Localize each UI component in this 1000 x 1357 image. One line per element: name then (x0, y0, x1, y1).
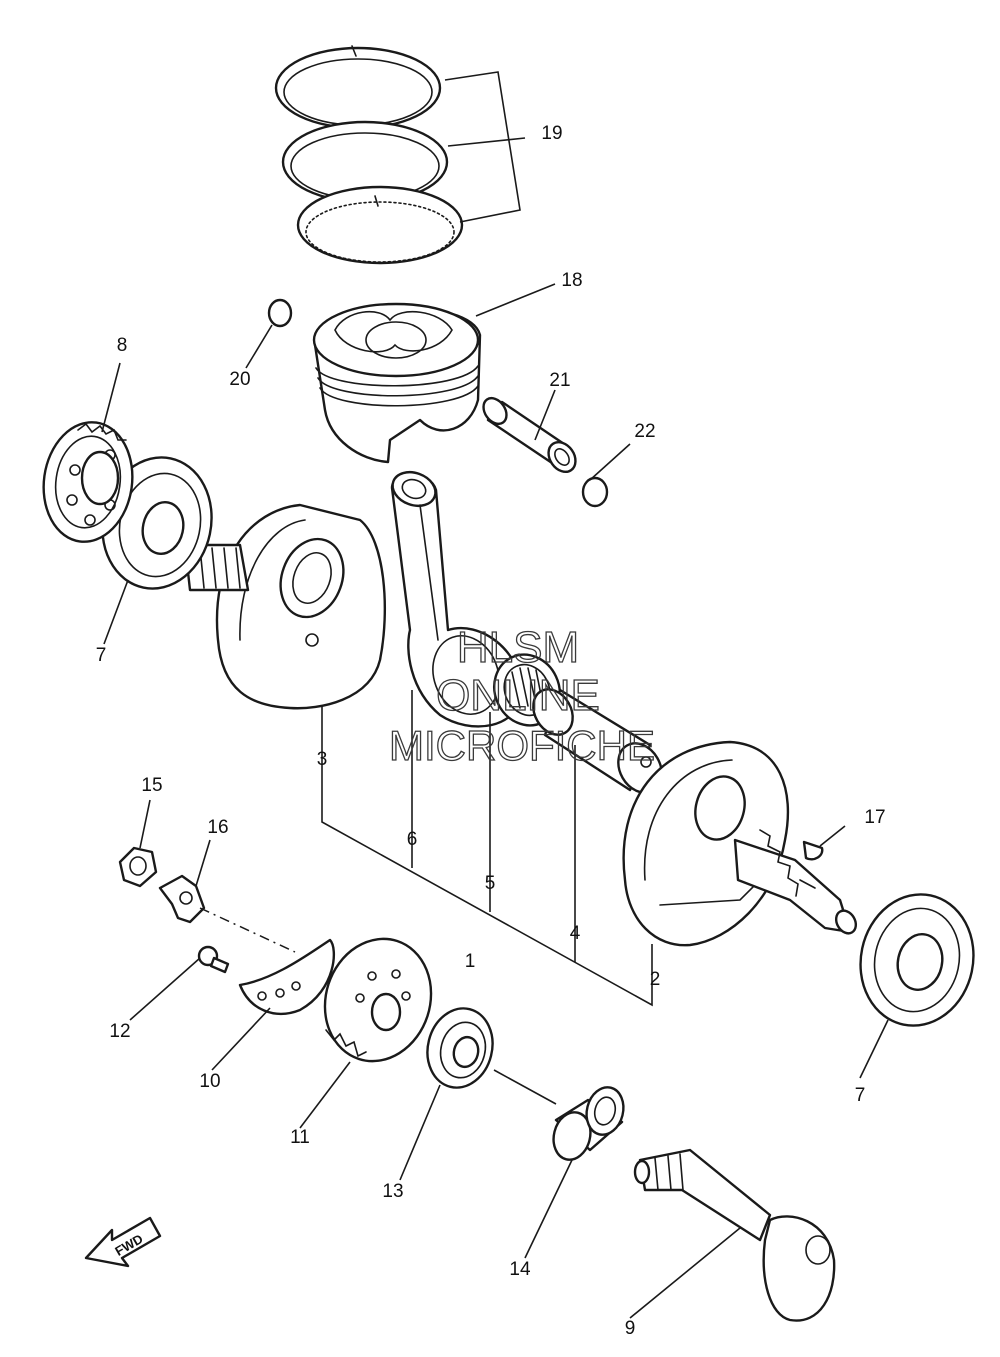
nut (118, 846, 158, 888)
callout-7-right: 7 (855, 1085, 866, 1106)
balancer-shaft-bearing (426, 1007, 494, 1089)
balancer-weight (238, 938, 336, 1015)
callout-19: 19 (541, 123, 562, 144)
callout-14: 14 (509, 1259, 531, 1280)
callout-5: 5 (485, 873, 496, 894)
forward-direction-arrow: FWD (84, 1216, 162, 1268)
left-crank-web (215, 503, 387, 710)
callout-7-left: 7 (96, 645, 107, 666)
callout-labels: 1 2 3 4 5 6 7 7 8 9 10 11 12 13 14 15 16… (96, 123, 886, 1339)
leader-lines (101, 71, 889, 1319)
balancer-shaft (633, 1148, 836, 1322)
callout-2: 2 (650, 969, 661, 990)
piston-rings (274, 45, 464, 265)
primary-drive-gear (42, 421, 134, 543)
right-shaft (733, 829, 858, 935)
callout-8: 8 (117, 335, 128, 356)
watermark-line-3: MICROFICHE (389, 722, 655, 769)
balancer-needle-bearing (552, 1086, 625, 1161)
callout-20: 20 (229, 369, 250, 390)
lock-washer (158, 874, 206, 924)
callout-10: 10 (199, 1071, 220, 1092)
piston-pin (482, 396, 577, 474)
right-crank-web (622, 740, 790, 947)
callout-22: 22 (634, 421, 655, 442)
callout-3: 3 (317, 749, 328, 770)
balancer-drive-gear (323, 937, 433, 1063)
callout-18: 18 (561, 270, 582, 291)
bolt (197, 945, 230, 974)
callout-11: 11 (290, 1127, 310, 1148)
callout-12: 12 (109, 1021, 130, 1042)
callout-6: 6 (407, 829, 418, 850)
piston (312, 302, 482, 464)
callout-1: 1 (465, 951, 476, 972)
callout-9: 9 (625, 1318, 636, 1339)
callout-4: 4 (570, 923, 581, 944)
watermark-line-2: ONLINE (436, 671, 600, 720)
piston-pin-clips (267, 298, 609, 508)
callout-15: 15 (141, 775, 162, 796)
callout-16: 16 (207, 817, 228, 838)
watermark: HLSM ONLINE MICROFICHE (388, 622, 655, 769)
callout-21: 21 (549, 370, 570, 391)
watermark-line-1: HLSM (457, 623, 579, 672)
woodruff-key (802, 840, 824, 861)
right-main-bearing (859, 893, 975, 1027)
callout-17: 17 (864, 807, 885, 828)
callout-13: 13 (382, 1181, 403, 1202)
